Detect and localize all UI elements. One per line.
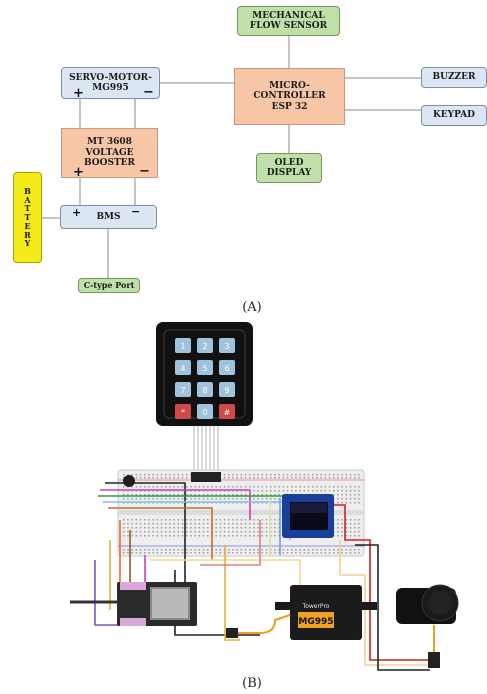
keypad-key-label: 1 bbox=[180, 342, 185, 351]
servo-cable bbox=[238, 615, 290, 633]
oled-module bbox=[282, 494, 334, 538]
svg-text:MG995: MG995 bbox=[298, 617, 333, 627]
keypad-key-label: 6 bbox=[224, 364, 229, 373]
keypad-ribbon bbox=[194, 426, 218, 470]
keypad-key-label: 3 bbox=[224, 342, 229, 351]
buzzer-component bbox=[123, 475, 135, 487]
keypad-key-label: 4 bbox=[180, 364, 185, 373]
keypad-key-label: 2 bbox=[202, 342, 207, 351]
keypad-key-label: * bbox=[181, 408, 185, 417]
keypad-key-label: 5 bbox=[202, 364, 207, 373]
esp32-board bbox=[117, 582, 197, 626]
svg-text:TowerPro: TowerPro bbox=[302, 603, 330, 610]
flow-sensor-component bbox=[396, 585, 458, 668]
keypad-header-pins bbox=[191, 472, 221, 482]
keypad-key-label: 9 bbox=[224, 386, 229, 395]
caption-b: (B) bbox=[232, 676, 272, 691]
keypad-key-label: # bbox=[224, 408, 231, 417]
keypad-key-label: 8 bbox=[202, 386, 207, 395]
keypad-key-label: 0 bbox=[202, 408, 207, 417]
servo-component: TowerPro MG995 bbox=[226, 585, 377, 640]
keypad-key-label: 7 bbox=[180, 386, 185, 395]
